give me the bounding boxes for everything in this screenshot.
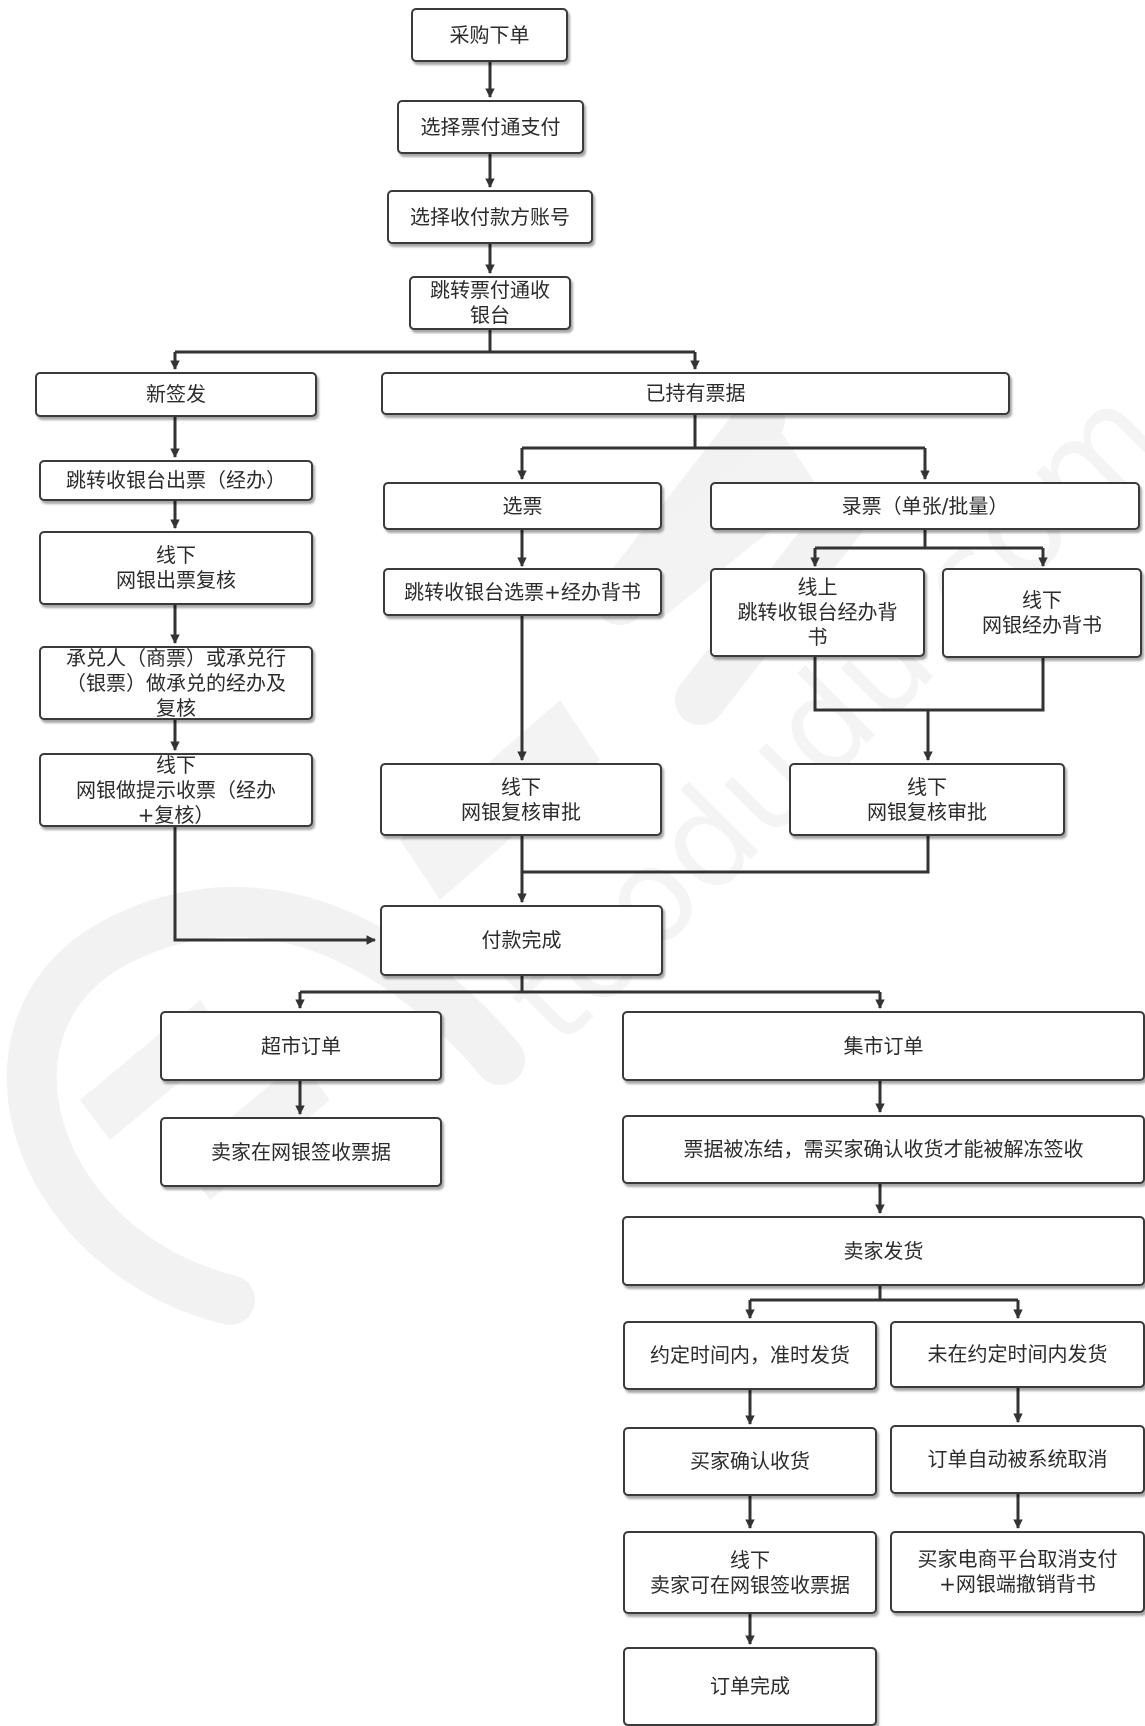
- node-buyer-confirm: 买家确认收货: [623, 1427, 877, 1496]
- node-issue-bill: 跳转收银台出票（经办）: [39, 460, 313, 501]
- node-label-line: 网银出票复核: [116, 568, 236, 592]
- node-purchase-order: 采购下单: [411, 8, 568, 62]
- node-label-line: 选票: [502, 493, 543, 518]
- node-label-line: （银票）做承兑的经办及: [66, 670, 286, 695]
- node-label-line: 买家电商平台取消支付: [917, 1547, 1118, 1571]
- node-label-line: 跳转收银台出票（经办）: [66, 468, 286, 492]
- node-label-line: 线下: [156, 753, 196, 777]
- node-select-ptt-pay: 选择票付通支付: [397, 100, 584, 154]
- node-label-line: 订单完成: [710, 1674, 790, 1698]
- node-label-line: 复核: [156, 695, 196, 720]
- node-bill-frozen: 票据被冻结，需买家确认收货才能被解冻签收: [622, 1115, 1145, 1184]
- node-label-line: 线下: [907, 774, 947, 799]
- node-label-line: 超市订单: [261, 1033, 341, 1058]
- node-acceptor-action: 承兑人（商票）或承兑行（银票）做承兑的经办及复核: [39, 646, 313, 720]
- node-label-line: 卖家可在网银签收票据: [650, 1572, 850, 1597]
- node-order-done: 订单完成: [623, 1647, 877, 1726]
- node-jump-cashier: 跳转票付通收银台: [409, 276, 571, 330]
- node-select-accounts: 选择收付款方账号: [387, 190, 593, 244]
- node-seller-sign: 卖家在网银签收票据: [160, 1117, 442, 1187]
- node-new-sign: 新签发: [35, 372, 317, 417]
- node-auto-cancel: 订单自动被系统取消: [890, 1425, 1145, 1494]
- node-label-line: 录票（单张/批量）: [841, 493, 1009, 518]
- node-seller-can-sign: 线下卖家可在网银签收票据: [623, 1531, 877, 1614]
- node-label-line: 网银复核审批: [867, 799, 987, 824]
- node-not-on-time: 未在约定时间内发货: [890, 1321, 1145, 1388]
- node-label-line: 跳转收银台经办背: [737, 600, 898, 624]
- node-label-line: 网银经办背书: [982, 613, 1102, 637]
- node-pick-bill: 选票: [383, 482, 662, 530]
- node-supermarket-order: 超市订单: [160, 1011, 442, 1081]
- node-ship-on-time: 约定时间内，准时发货: [623, 1321, 877, 1390]
- node-label-line: 集市订单: [843, 1033, 924, 1058]
- node-label-line: 订单自动被系统取消: [927, 1447, 1108, 1471]
- arrow: [173, 827, 376, 945]
- node-label-line: 买家确认收货: [690, 1449, 810, 1473]
- node-record-bill: 录票（单张/批量）: [710, 482, 1140, 530]
- node-label-line: 票据被冻结，需买家确认收货才能被解冻签收: [683, 1137, 1084, 1161]
- node-label-line: 未在约定时间内发货: [927, 1342, 1108, 1366]
- node-label-line: 网银做提示收票（经办: [76, 777, 276, 802]
- node-label-line: 采购下单: [449, 22, 530, 47]
- node-label-line: 约定时间内，准时发货: [650, 1343, 850, 1367]
- node-seller-ship: 卖家发货: [622, 1216, 1145, 1286]
- node-label-line: 书: [807, 625, 828, 649]
- node-label-line: 网银复核审批: [461, 799, 581, 824]
- connector: [813, 657, 1045, 712]
- node-label-line: +网银端撤销背书: [939, 1572, 1096, 1596]
- node-cancel-payment: 买家电商平台取消支付+网银端撤销背书: [890, 1531, 1145, 1613]
- node-label-line: 选择收付款方账号: [410, 204, 570, 229]
- node-label-line: 付款完成: [481, 928, 562, 952]
- connector: [522, 836, 930, 874]
- node-review-approve-a: 线下网银复核审批: [380, 763, 662, 836]
- node-label-line: +复核）: [137, 802, 215, 827]
- node-label-line: 线上: [797, 575, 838, 599]
- node-review-approve-b: 线下网银复核审批: [789, 763, 1065, 836]
- node-label-line: 跳转收银台选票+经办背书: [404, 579, 641, 604]
- node-payment-done: 付款完成: [380, 905, 663, 976]
- node-label-line: 线下: [1022, 588, 1062, 612]
- node-offline-collection: 线下网银做提示收票（经办+复核）: [39, 753, 313, 827]
- node-offline-issue-review: 线下网银出票复核: [39, 531, 313, 605]
- node-label-line: 卖家发货: [843, 1238, 924, 1263]
- node-label-line: 卖家在网银签收票据: [211, 1139, 391, 1164]
- connectors: [170, 62, 1048, 1645]
- node-hold-bill: 已持有票据: [381, 372, 1010, 415]
- node-label-line: 选择票付通支付: [420, 114, 561, 139]
- node-label-line: 线下: [501, 774, 541, 799]
- connector: [175, 330, 492, 354]
- node-online-endorse: 线上跳转收银台经办背书: [710, 568, 925, 657]
- node-label-line: 已持有票据: [645, 381, 746, 405]
- node-label-line: 新签发: [146, 382, 206, 406]
- node-market-order: 集市订单: [622, 1011, 1145, 1081]
- node-pick-endorse: 跳转收银台选票+经办背书: [383, 568, 662, 616]
- node-label-line: 承兑人（商票）或承兑行: [66, 646, 286, 670]
- node-label-line: 银台: [470, 303, 510, 327]
- node-label-line: 跳转票付通收: [430, 278, 550, 302]
- node-offline-endorse: 线下网银经办背书: [942, 568, 1142, 658]
- node-label-line: 线下: [156, 543, 196, 567]
- node-label-line: 线下: [730, 1547, 770, 1572]
